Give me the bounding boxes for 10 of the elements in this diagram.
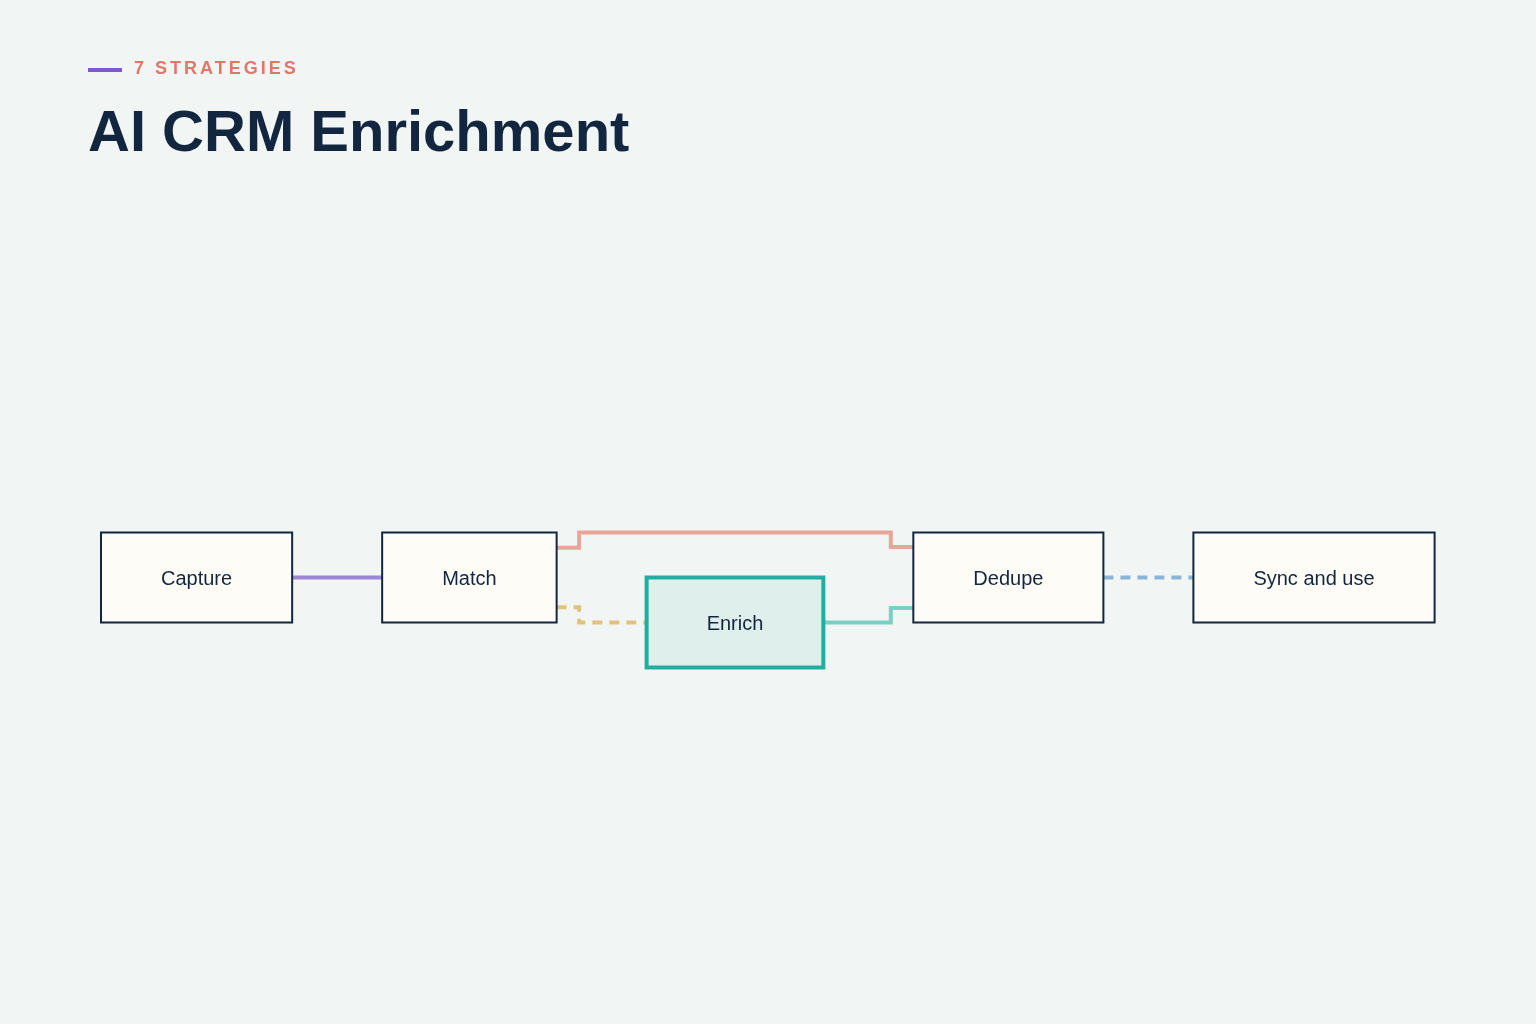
node-box: Match: [381, 531, 558, 624]
node-box: Sync and use: [1192, 531, 1436, 624]
connector: [1103, 575, 1194, 580]
node-box: Enrich: [644, 575, 826, 670]
title: AI CRM Enrichment: [88, 97, 630, 164]
node-box: Dedupe: [912, 531, 1105, 624]
eyebrow-label: 7 STRATEGIES: [134, 58, 299, 79]
connector: [556, 530, 914, 550]
connector: [292, 575, 383, 580]
node-box: Capture: [100, 531, 294, 624]
